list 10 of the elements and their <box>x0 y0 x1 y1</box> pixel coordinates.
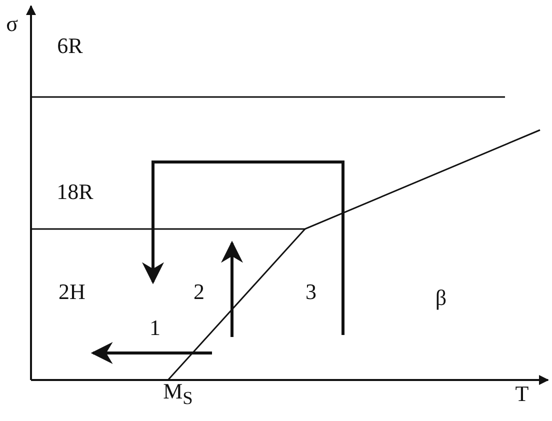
path-number: 2 <box>194 281 204 303</box>
phase-label: 18R <box>56 181 94 203</box>
phase-label: 6R <box>57 35 83 57</box>
phase-label: β <box>435 287 447 309</box>
phase-label: 2H <box>58 281 86 303</box>
temperature-label: M$_{S}$ <box>163 380 193 408</box>
axis-label: T <box>515 383 529 405</box>
path-number: 1 <box>150 317 160 339</box>
axis-label: σ <box>6 13 18 35</box>
path-number: 3 <box>306 281 316 303</box>
